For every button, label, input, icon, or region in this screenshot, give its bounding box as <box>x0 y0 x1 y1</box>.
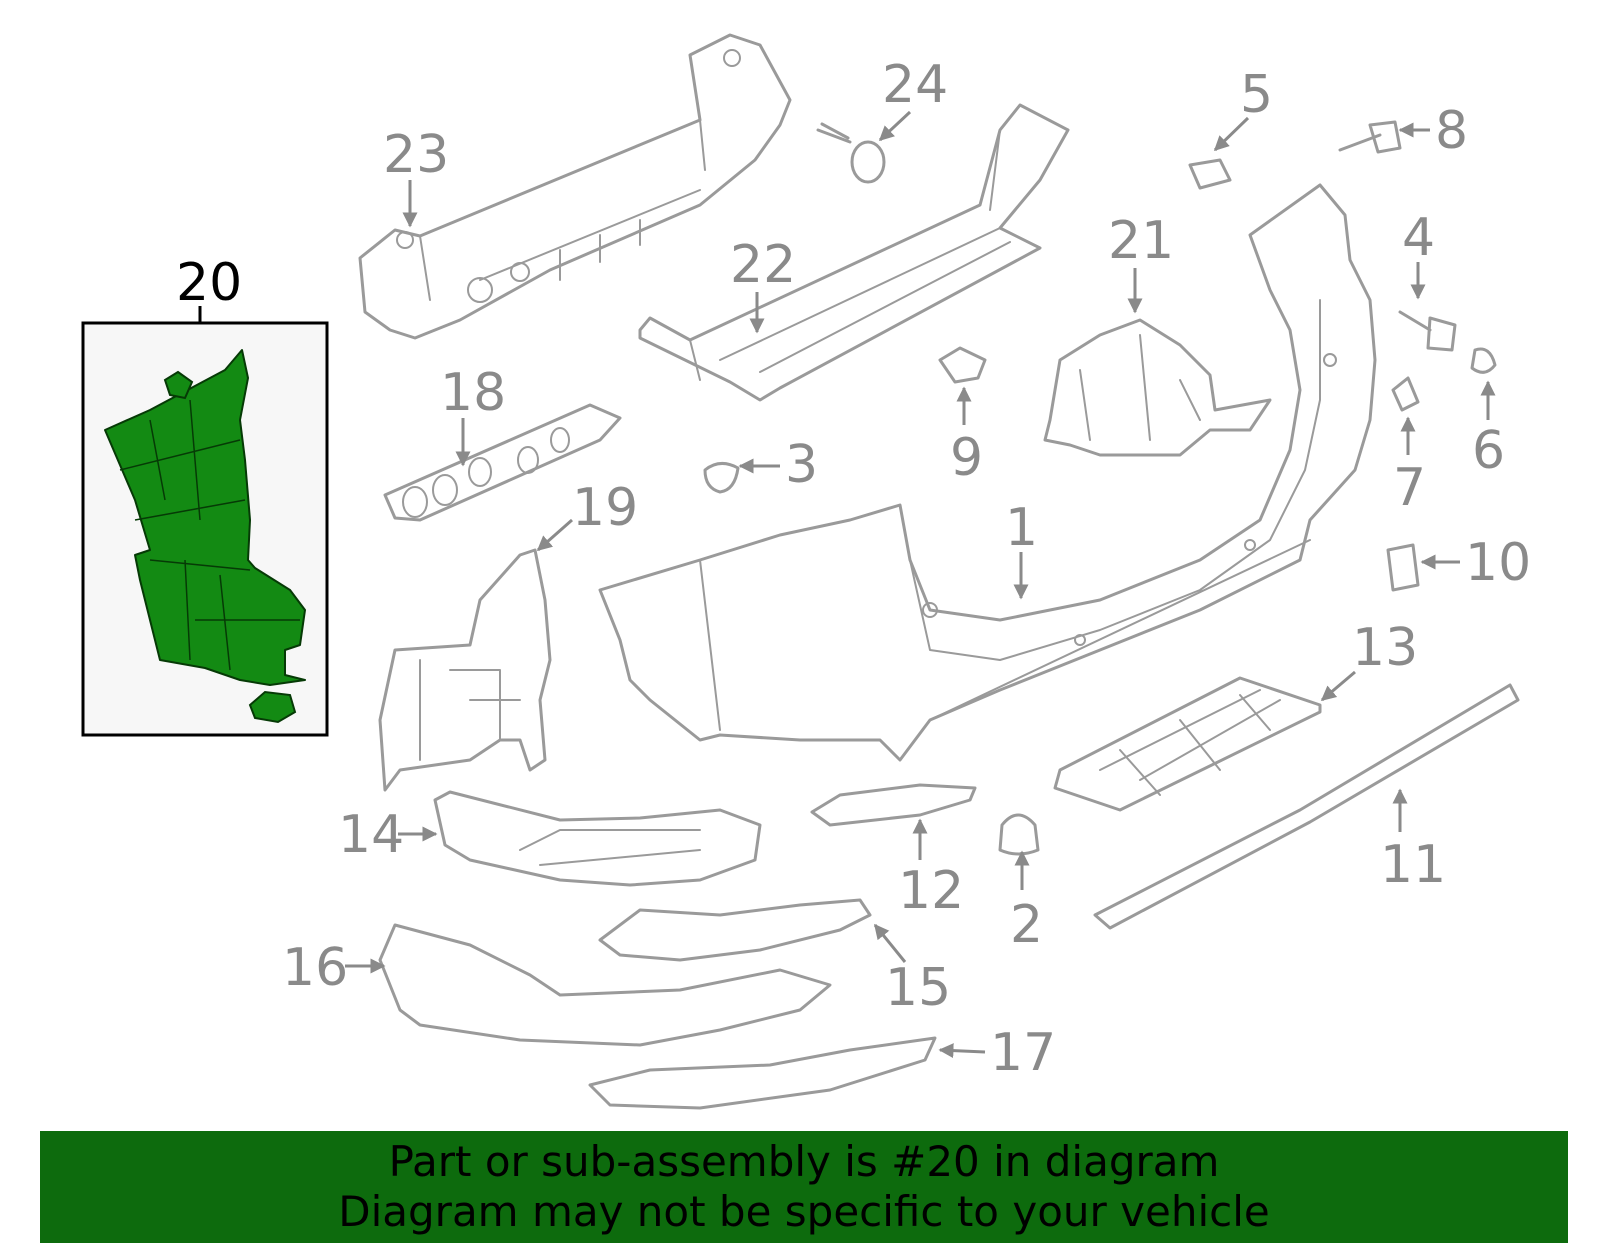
callout-3: 3 <box>785 435 818 495</box>
part-4-bolt <box>1398 310 1457 352</box>
part-20-nut <box>248 690 297 724</box>
part-10-cover <box>1386 543 1420 592</box>
part-3-clip <box>703 462 740 494</box>
callout-5: 5 <box>1240 65 1273 125</box>
part-7-clip <box>1391 376 1420 412</box>
callout-12: 12 <box>898 861 964 921</box>
callout-1: 1 <box>1005 498 1038 558</box>
callout-9: 9 <box>950 428 983 488</box>
part-2-clip <box>998 813 1040 856</box>
part-22-energy-absorber <box>638 103 1070 402</box>
callout-13: 13 <box>1352 618 1418 678</box>
callout-24: 24 <box>882 55 948 115</box>
callout-23: 23 <box>383 125 449 185</box>
part-19-side-bracket <box>378 548 552 792</box>
callout-17: 17 <box>990 1023 1056 1083</box>
callout-11: 11 <box>1380 835 1446 895</box>
part-15-trim <box>598 898 872 962</box>
part-11-molding-strip <box>1093 683 1520 930</box>
callout-15: 15 <box>885 958 951 1018</box>
part-20-bracket <box>104 349 306 686</box>
part-17-lower-strip <box>588 1036 937 1110</box>
info-banner: Part or sub-assembly is #20 in diagram D… <box>40 1131 1568 1243</box>
callout-14: 14 <box>338 805 404 865</box>
part-16-diffuser <box>378 923 832 1047</box>
callout-22: 22 <box>730 235 796 295</box>
callout-4: 4 <box>1402 208 1435 268</box>
callout-19: 19 <box>572 478 638 538</box>
part-8-bolt <box>1338 120 1402 154</box>
callout-6: 6 <box>1472 421 1505 481</box>
banner-line-1: Part or sub-assembly is #20 in diagram <box>388 1137 1220 1186</box>
callout-16: 16 <box>282 938 348 998</box>
part-14-lower-garnish <box>433 790 762 887</box>
part-20-clip-top <box>163 370 194 400</box>
part-12-reflector <box>810 783 977 827</box>
part-21-bracket <box>1043 318 1272 457</box>
callout-labels: 20 23 24 22 5 8 21 4 6 7 18 3 9 19 1 10 <box>176 55 1531 1083</box>
part-5-clip <box>1188 158 1232 190</box>
part-23-bumper-reinforcement <box>358 33 792 340</box>
callout-10: 10 <box>1465 533 1531 593</box>
callout-2: 2 <box>1010 895 1043 955</box>
callout-8: 8 <box>1435 101 1468 161</box>
part-24-tow-eye <box>816 122 886 184</box>
callout-20: 20 <box>176 253 242 313</box>
part-6-clip <box>1470 347 1497 374</box>
banner-line-2: Diagram may not be specific to your vehi… <box>338 1187 1270 1236</box>
callout-18: 18 <box>440 363 506 423</box>
callout-21: 21 <box>1108 211 1174 271</box>
callout-7: 7 <box>1393 458 1426 518</box>
part-9-clip <box>938 346 987 384</box>
part-1-bumper-cover <box>598 183 1377 762</box>
part-20-highlight-box <box>81 321 329 737</box>
part-18-bracket <box>383 403 622 522</box>
part-13-lower-grille <box>1053 676 1322 812</box>
